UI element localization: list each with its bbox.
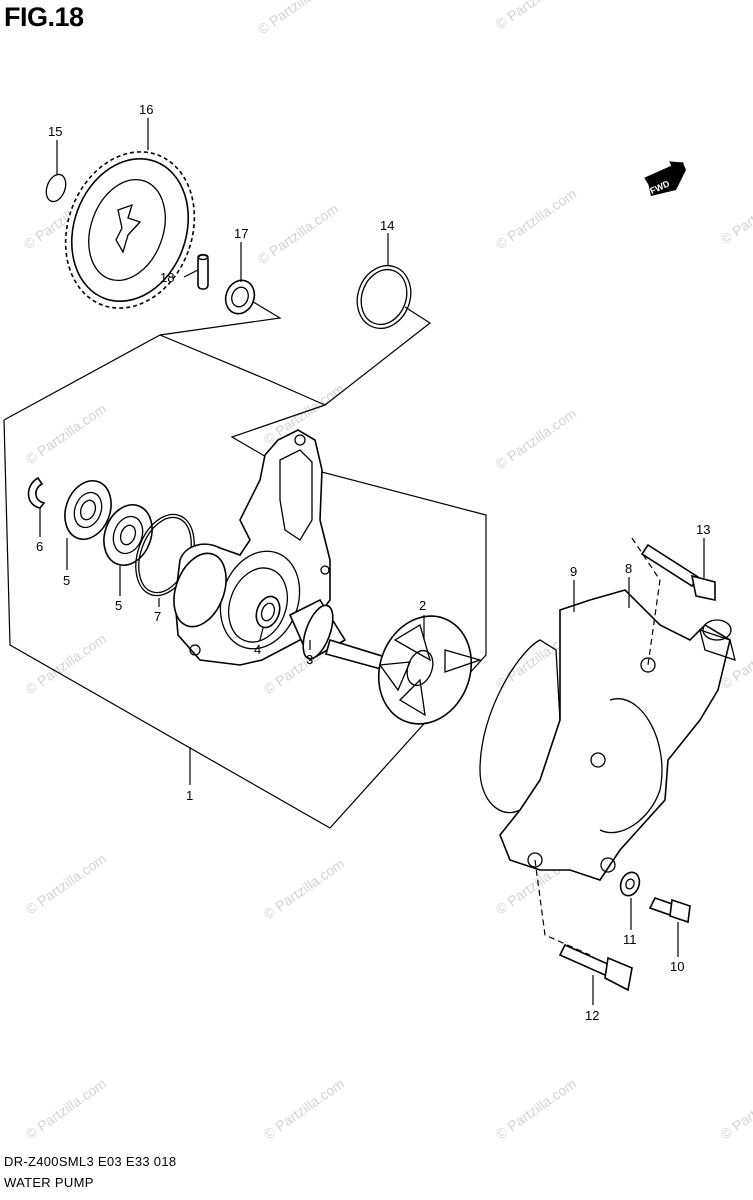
watermark: © Partzilla.com <box>261 1075 347 1142</box>
bolt-12 <box>558 943 633 992</box>
figure-title: FIG.18 <box>4 2 84 32</box>
guide-line-17 <box>159 299 282 336</box>
leader-lines <box>39 118 705 1005</box>
callout-labels: 15 16 18 17 14 6 5 5 7 4 3 2 1 9 8 13 11… <box>36 102 710 1023</box>
pump-body <box>173 429 331 666</box>
callout-17: 17 <box>234 226 248 241</box>
watermark: © Partzilla.com <box>493 1075 579 1142</box>
callout-3: 3 <box>306 652 313 667</box>
guide-line-12 <box>534 859 591 956</box>
guide-line-13 <box>631 537 661 666</box>
callout-13: 13 <box>696 522 710 537</box>
bearing-5a <box>64 480 112 540</box>
callout-12: 12 <box>585 1008 599 1023</box>
drive-gear <box>64 151 196 309</box>
impeller <box>377 615 483 725</box>
snap-ring <box>27 476 46 509</box>
pump-cover <box>499 589 736 881</box>
watermark: © Partzilla.com <box>493 185 579 252</box>
callout-11: 11 <box>623 932 637 947</box>
watermark: © Partzilla.com <box>23 850 109 917</box>
callout-8: 8 <box>625 561 632 576</box>
callout-1: 1 <box>186 788 193 803</box>
callout-16: 16 <box>139 102 153 117</box>
o-ring-14 <box>356 264 412 330</box>
watermark: © Partzilla.com <box>718 180 753 247</box>
watermark: © Partzilla.com <box>23 400 109 467</box>
bolt-13 <box>640 543 716 601</box>
bolt-10 <box>648 897 691 924</box>
callout-2: 2 <box>419 598 426 613</box>
dowel-pin <box>197 253 209 290</box>
watermark: © Partzilla.com <box>493 0 579 32</box>
bearing-5b <box>103 504 153 566</box>
model-code: DR-Z400SML3 E03 E33 018 <box>4 1154 177 1169</box>
callout-5b: 5 <box>115 598 122 613</box>
impeller-shaft <box>288 598 396 673</box>
watermark: © Partzilla.com <box>23 1075 109 1142</box>
watermark: © Partzilla.com <box>261 855 347 922</box>
callout-14: 14 <box>380 218 394 233</box>
washer-11 <box>619 871 641 897</box>
callout-7: 7 <box>154 609 161 624</box>
watermark: © Partzilla.com <box>255 200 341 267</box>
fwd-arrow-icon: FWD <box>644 161 686 196</box>
mechanical-seal <box>255 595 281 629</box>
watermark: © Partzilla.com <box>255 0 341 37</box>
washer-17 <box>224 279 256 315</box>
watermark: © Partzilla.com <box>23 630 109 697</box>
guide-line-14 <box>324 306 432 406</box>
circlip-15 <box>45 173 67 203</box>
callout-10: 10 <box>670 959 684 974</box>
callout-4: 4 <box>254 642 261 657</box>
callout-15: 15 <box>48 124 62 139</box>
callout-6: 6 <box>36 539 43 554</box>
watermark: © Partzilla.com <box>718 1075 753 1142</box>
callout-9: 9 <box>570 564 577 579</box>
callout-5a: 5 <box>63 573 70 588</box>
watermark: © Partzilla.com <box>493 405 579 472</box>
section-name: WATER PUMP <box>4 1175 94 1190</box>
callout-18: 18 <box>160 270 174 285</box>
